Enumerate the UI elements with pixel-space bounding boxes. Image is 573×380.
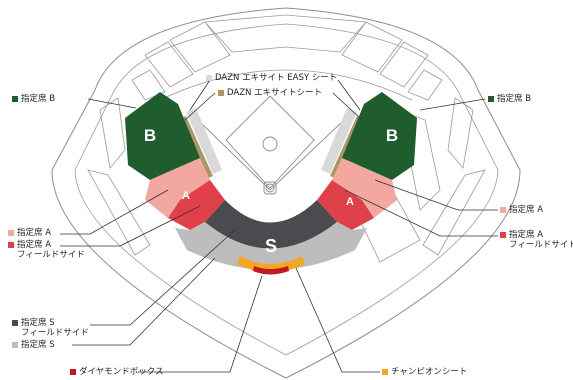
zone-b-left[interactable]: [125, 92, 200, 180]
zone-b-left-letter: B: [144, 126, 156, 145]
legend-champion-swatch: [382, 369, 388, 375]
zone-a-right-letter: A: [346, 196, 354, 208]
legend-s-swatch: [12, 342, 18, 348]
inner-ring: [74, 23, 499, 356]
zone-dazn-easy[interactable]: [186, 108, 357, 174]
zone-a-field-left[interactable]: [168, 180, 225, 230]
zone-b-right[interactable]: [342, 92, 417, 180]
zone-b-right-letter: B: [386, 126, 398, 145]
zone-a-left-letter: A: [182, 190, 190, 202]
legend-dazn-easy: DAZN エキサイト EASY シート: [206, 73, 337, 83]
legend-s-field-swatch: [12, 320, 18, 326]
legend-b-left-swatch: [12, 96, 18, 102]
legend-s: 指定席 S: [12, 340, 55, 350]
zone-a-left[interactable]: [145, 158, 210, 218]
legend-b-left: 指定席 B: [12, 94, 55, 104]
legend-diamond-box: ダイヤモンドボックス: [70, 367, 164, 377]
legend-a-field-left-swatch: [8, 242, 14, 248]
legend-dazn-excite-swatch: [218, 90, 224, 96]
zone-a-right[interactable]: [332, 158, 397, 218]
legend-b-right: 指定席 B: [488, 94, 531, 104]
legend-diamond-box-swatch: [70, 369, 76, 375]
zone-s[interactable]: [175, 222, 367, 270]
legend-champion: チャンピオンシート: [382, 367, 467, 377]
outer-ring: [51, 7, 521, 379]
zone-a-field-right[interactable]: [317, 180, 374, 230]
legend-b-right-swatch: [488, 96, 494, 102]
legend-a-right: 指定席 A: [500, 205, 543, 215]
infield-diamond: [199, 95, 343, 195]
legend-dazn-easy-swatch: [206, 75, 212, 81]
zone-s-field[interactable]: [205, 200, 337, 249]
legend-a-right-swatch: [500, 207, 506, 213]
zone-s-letter: S: [265, 236, 277, 256]
outfield-fence: [159, 69, 413, 101]
zone-diamond-box[interactable]: [253, 266, 289, 275]
legend-dazn-excite: DAZN エキサイトシート: [218, 88, 322, 98]
outfield-stands: [87, 14, 486, 263]
legend-a-left: 指定席 A: [8, 228, 51, 238]
legend-a-left-swatch: [8, 230, 14, 236]
leader-lines: [60, 79, 498, 373]
legend-a-field-right-swatch: [500, 232, 506, 238]
